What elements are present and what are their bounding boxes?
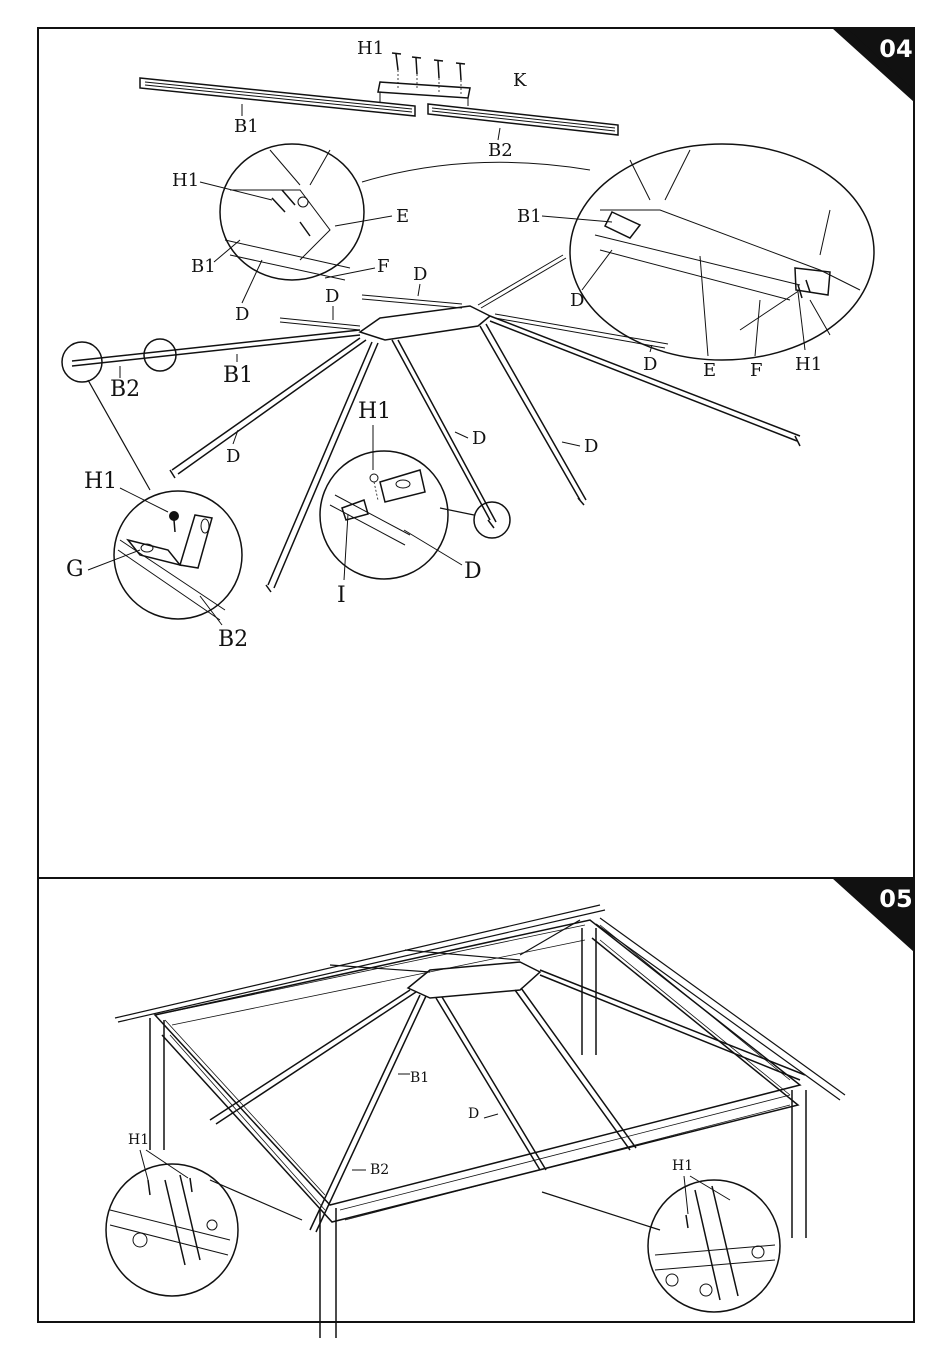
label-d-3: D [643,354,657,375]
roof-hub-assembly [72,255,800,592]
label-h1-left: H1 [172,170,199,191]
label-d-05: D [468,1106,479,1122]
label-h1-05-right: H1 [672,1158,693,1174]
detail-left-ellipse [220,144,364,280]
step-05-panel: 05 B1 [38,878,914,1338]
label-b1-left: B1 [191,256,216,277]
label-b2-rail: B2 [110,377,140,402]
detail-middle-circle [320,451,448,579]
label-d-2: D [325,286,339,307]
step-04-frame [38,28,914,878]
label-d-5: D [472,428,486,449]
callout-line-mid [440,508,474,515]
gazebo-frame [115,905,845,1338]
callout-circle-left-end [62,342,102,382]
label-f-left: F [377,256,390,277]
label-h1-mid: H1 [358,399,391,424]
label-g: G [66,557,84,582]
label-h1-05-left: H1 [128,1132,149,1148]
label-b2-05: B2 [370,1162,389,1178]
label-h1-right: H1 [795,354,822,375]
label-d-6: D [584,436,598,457]
label-b1-top: B1 [234,116,259,137]
label-b2-dl: B2 [218,627,248,652]
callout-line-05-left [210,1180,302,1220]
label-b1-right: B1 [517,206,542,227]
label-d-dm: D [464,559,482,584]
label-k: K [513,70,527,91]
label-h1-top: H1 [357,38,384,59]
label-e-right: E [703,360,716,381]
connector-plate-k [378,82,470,106]
detail-right-ellipse [570,144,874,360]
label-e-left: E [396,206,409,227]
label-b1-rail: B1 [223,363,253,388]
step-04-number: 04 [879,35,912,63]
label-b2-top: B2 [488,140,513,161]
label-b1-05: B1 [410,1070,429,1086]
callout-line-05-right [542,1192,660,1230]
step-05-number: 05 [879,885,912,913]
step-05-badge: 05 [832,878,914,952]
callout-circle-foot [474,502,510,538]
label-f-right: F [750,360,763,381]
detail-05-right-circle [648,1180,780,1312]
detail-connector [362,162,590,182]
label-i: I [337,583,346,608]
step-04-badge: 04 [832,28,914,102]
label-d-4: D [226,446,240,467]
detail-05-left-circle [106,1164,238,1296]
step-04-panel: 04 H1 K B1 B2 [38,28,914,878]
rail-b1-top [140,78,415,116]
label-d-left: D [235,304,249,325]
detail-left-circle [114,491,242,620]
label-d-right: D [570,290,584,311]
label-h1-dl: H1 [84,469,117,494]
label-d-1: D [413,264,427,285]
rail-b2-top [428,104,618,135]
screws-h1-top [392,53,465,94]
